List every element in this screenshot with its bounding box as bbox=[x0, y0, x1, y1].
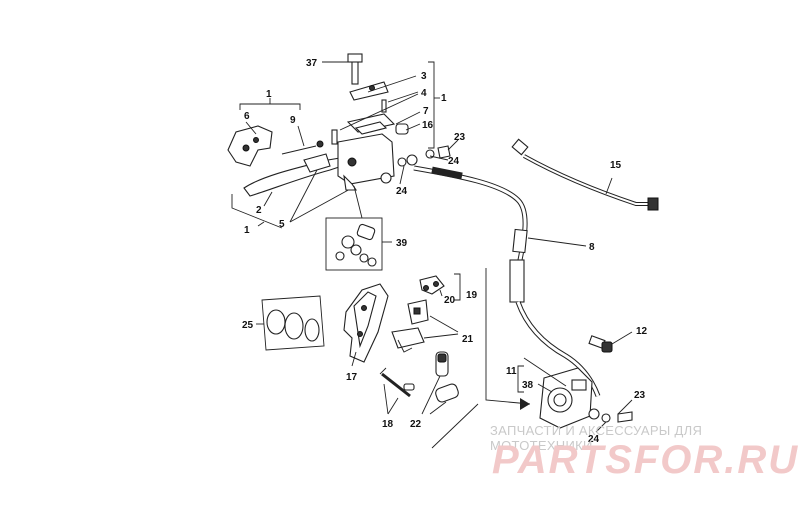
part-4-screw-b bbox=[331, 129, 338, 145]
part-38-brake-caliper bbox=[517, 357, 633, 433]
part-15-stop-switch-cable bbox=[511, 138, 659, 211]
label-39: 39 bbox=[396, 238, 408, 249]
part-22-slide-pins bbox=[421, 351, 459, 415]
part-39-repair-kit-box bbox=[325, 217, 383, 271]
part-12-banjo-bolt bbox=[588, 331, 633, 353]
label-1: 1 bbox=[441, 93, 447, 104]
label-19: 19 bbox=[466, 290, 478, 301]
label-7: 7 bbox=[423, 106, 429, 117]
label-24: 24 bbox=[448, 156, 460, 167]
label-18: 18 bbox=[382, 419, 394, 430]
label-6: 6 bbox=[244, 111, 250, 122]
part-21-pad-spring bbox=[391, 299, 459, 353]
label-37: 37 bbox=[306, 58, 318, 69]
callout-labels: 1 1 1 2 3 4 5 6 7 8 9 11 12 15 16 17 18 … bbox=[242, 58, 648, 445]
part-17-brake-pads bbox=[343, 283, 389, 367]
group-bracket-1-top bbox=[239, 103, 301, 110]
label-16: 16 bbox=[422, 120, 434, 131]
label-20: 20 bbox=[444, 295, 456, 306]
label-1: 1 bbox=[244, 225, 250, 236]
part-18-pad-pins bbox=[379, 367, 415, 415]
part-4-screw bbox=[381, 99, 387, 113]
label-23: 23 bbox=[454, 132, 466, 143]
label-1: 1 bbox=[266, 89, 272, 100]
label-8: 8 bbox=[589, 242, 595, 253]
part-25-piston-seal-kit bbox=[256, 295, 325, 351]
label-24: 24 bbox=[396, 186, 408, 197]
label-38: 38 bbox=[522, 380, 534, 391]
watermark-subtitle: ЗАПЧАСТИ И АКСЕССУАРЫ ДЛЯ МОТОТЕХНИКИ bbox=[490, 423, 703, 453]
label-12: 12 bbox=[636, 326, 648, 337]
assembly-arrow bbox=[485, 268, 531, 405]
assembly-arrow-2 bbox=[431, 403, 479, 449]
watermark-logo: PARTSFOR.RU bbox=[492, 438, 800, 482]
master-cylinder-body bbox=[337, 133, 395, 185]
label-9: 9 bbox=[290, 115, 296, 126]
part-9-bolt bbox=[281, 145, 317, 155]
group-bracket-11 bbox=[517, 365, 524, 393]
label-23: 23 bbox=[634, 390, 646, 401]
label-22: 22 bbox=[410, 419, 422, 430]
label-11: 11 bbox=[506, 366, 517, 377]
group-bracket-1-bottom bbox=[231, 194, 283, 229]
label-24: 24 bbox=[588, 434, 600, 445]
part-6-lever-guard bbox=[227, 125, 273, 167]
label-5: 5 bbox=[279, 219, 285, 230]
part-20-clips bbox=[419, 273, 461, 301]
group-bracket-1-right bbox=[428, 61, 435, 149]
label-15: 15 bbox=[610, 160, 622, 171]
label-2: 2 bbox=[256, 205, 262, 216]
label-4: 4 bbox=[421, 88, 427, 99]
label-21: 21 bbox=[462, 334, 474, 345]
label-3: 3 bbox=[421, 71, 427, 82]
label-25: 25 bbox=[242, 320, 254, 331]
label-17: 17 bbox=[346, 372, 358, 383]
brake-lever-assembly bbox=[227, 98, 353, 229]
part-16-cap bbox=[395, 123, 409, 135]
part-3-clamp bbox=[349, 81, 389, 101]
master-cylinder bbox=[322, 53, 459, 271]
